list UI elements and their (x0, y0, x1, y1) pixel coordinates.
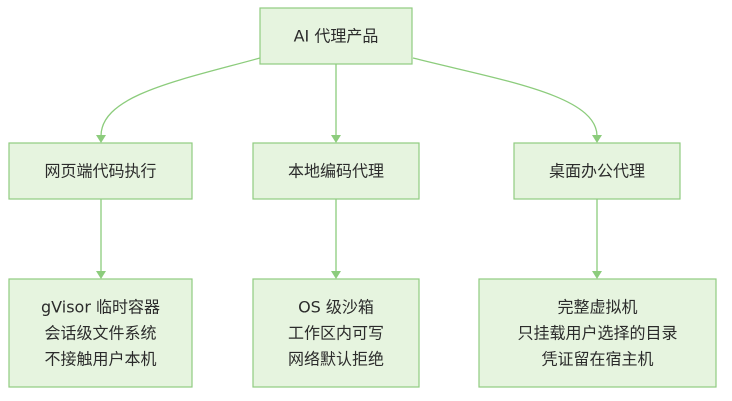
detail-node-box (478, 278, 717, 388)
arrowhead-web-details (96, 271, 106, 279)
detail-line: 网络默认拒绝 (288, 350, 384, 369)
root-node-box (259, 7, 413, 65)
category-node-label: 网页端代码执行 (44, 162, 156, 181)
category-node-box (8, 142, 193, 200)
detail-line: gVisor 临时容器 (41, 298, 160, 317)
category-node-label: 桌面办公代理 (549, 162, 645, 181)
arrowhead-web-execution (96, 135, 106, 143)
detail-line: 凭证留在宿主机 (541, 350, 653, 369)
detail-node-desktop-office: 完整虚拟机 只挂载用户选择的目录 凭证留在宿主机 (478, 278, 717, 388)
arrowhead-local-coding (331, 135, 341, 143)
detail-line: 只挂载用户选择的目录 (517, 324, 677, 343)
category-node-box (252, 142, 420, 200)
detail-line: 不接触用户本机 (44, 350, 156, 369)
edge-root-to-desktop-office (412, 57, 598, 137)
edge-root-to-web-execution (100, 57, 261, 137)
detail-node-local-coding: OS 级沙箱 工作区内可写 网络默认拒绝 (252, 278, 420, 388)
detail-node-web-execution: gVisor 临时容器 会话级文件系统 不接触用户本机 (8, 278, 193, 388)
root-node-label: AI 代理产品 (294, 27, 379, 46)
arrowhead-desktop-office (592, 135, 602, 143)
root-node: AI 代理产品 (259, 7, 413, 65)
detail-line: 完整虚拟机 (557, 298, 637, 317)
arrowhead-desktop-details (592, 271, 602, 279)
detail-node-box (8, 278, 193, 388)
detail-line: 会话级文件系统 (44, 324, 156, 343)
category-node-desktop-office: 桌面办公代理 (513, 142, 681, 200)
detail-line: OS 级沙箱 (298, 298, 374, 317)
category-node-label: 本地编码代理 (288, 162, 384, 181)
category-node-box (513, 142, 681, 200)
arrowhead-local-details (331, 271, 341, 279)
detail-line: 工作区内可写 (288, 324, 384, 343)
category-node-web-execution: 网页端代码执行 (8, 142, 193, 200)
category-node-local-coding: 本地编码代理 (252, 142, 420, 200)
detail-node-box (252, 278, 420, 388)
edges (96, 57, 602, 279)
